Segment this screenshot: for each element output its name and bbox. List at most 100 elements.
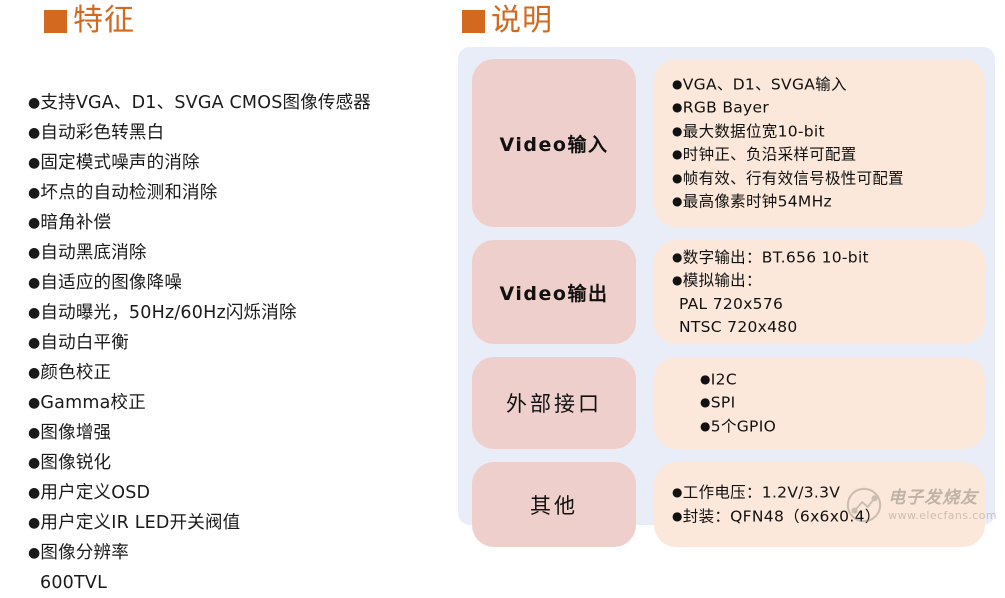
bullet-icon: ● xyxy=(28,425,41,441)
table-row: 其他 ●工作电压：1.2V/3.3V ●封装：QFN48（6x6x0.4） xyxy=(472,462,985,547)
list-item: ●颜色校正 xyxy=(28,358,448,388)
table-row: Video输入 ●VGA、D1、SVGA输入 ●RGB Bayer ●最大数据位… xyxy=(472,59,985,227)
list-item-label: 自动彩色转黑白 xyxy=(40,123,165,143)
spec-line: PAL 720x576 xyxy=(672,293,973,316)
bullet-icon: ● xyxy=(672,100,683,114)
spec-line-label: 最高像素时钟54MHz xyxy=(682,192,832,211)
spec-line-label: 5个GPIO xyxy=(710,417,777,436)
spec-line: ●工作电压：1.2V/3.3V xyxy=(672,481,973,505)
table-row-label: Video输入 xyxy=(472,59,636,227)
list-item: ●自动彩色转黑白 xyxy=(28,118,448,148)
bullet-icon: ● xyxy=(28,545,41,561)
list-item: ●自适应的图像降噪 xyxy=(28,268,448,298)
spec-table: Video输入 ●VGA、D1、SVGA输入 ●RGB Bayer ●最大数据位… xyxy=(458,47,995,547)
spec-line-label: 数字输出：BT.656 10-bit xyxy=(682,248,869,266)
spec-line-label: 帧有效、行有效信号极性可配置 xyxy=(682,169,904,187)
spec-line: ●VGA、D1、SVGA输入 xyxy=(672,73,973,97)
list-item-label: 自动曝光，50Hz/60Hz闪烁消除 xyxy=(40,303,297,323)
list-item-label: 自动白平衡 xyxy=(40,333,129,353)
spec-line-label: RGB Bayer xyxy=(682,98,770,117)
spec-line-label: NTSC 720x480 xyxy=(679,317,798,336)
list-item: ●图像增强 xyxy=(28,418,448,448)
bullet-icon: ● xyxy=(700,371,711,386)
bullet-icon: ● xyxy=(28,305,41,321)
spec-line-label: 最大数据位宽10-bit xyxy=(682,122,825,140)
spec-line-label: I2C xyxy=(710,370,737,389)
spec-line-label: 时钟正、负沿采样可配置 xyxy=(682,145,857,164)
spec-line: ●时钟正、负沿采样可配置 xyxy=(672,143,973,167)
spec-line: NTSC 720x480 xyxy=(672,316,973,339)
bullet-icon: ● xyxy=(28,275,41,291)
table-row: 外部接口 ●I2C ●SPI ●5个GPIO xyxy=(472,357,985,449)
table-row: Video输出 ●数字输出：BT.656 10-bit ●模拟输出： PAL 7… xyxy=(472,240,985,344)
bullet-icon: ● xyxy=(28,155,41,171)
list-item: ●坏点的自动检测和消除 xyxy=(28,178,448,208)
spec-line: ●最大数据位宽10-bit xyxy=(672,120,973,144)
spec-line-label: 工作电压：1.2V/3.3V xyxy=(682,483,841,502)
spec-line: ●帧有效、行有效信号极性可配置 xyxy=(672,167,973,191)
list-item: ●自动白平衡 xyxy=(28,328,448,358)
bullet-icon: ● xyxy=(700,418,711,433)
bullet-icon: ● xyxy=(672,76,683,91)
table-row-label: 其他 xyxy=(472,462,636,547)
bullet-icon: ● xyxy=(28,515,41,531)
spec-line: ●RGB Bayer xyxy=(672,96,973,120)
list-item-label: 自适应的图像降噪 xyxy=(40,273,183,293)
spec-line-label: PAL 720x576 xyxy=(679,294,784,313)
list-item-label: 用户定义OSD xyxy=(40,483,151,503)
spec-line: ●封装：QFN48（6x6x0.4） xyxy=(672,505,973,529)
list-item: ●用户定义IR LED开关阀值 xyxy=(28,508,448,538)
list-item: ●图像分辨率 xyxy=(28,538,448,568)
bullet-icon: ● xyxy=(672,273,683,287)
bullet-icon: ● xyxy=(672,123,683,138)
slide-page: 特征 说明 ●支持VGA、D1、SVGA CMOS图像传感器 ●自动彩色转黑白 … xyxy=(28,6,997,594)
page-title-features: 特征 xyxy=(44,6,135,36)
list-item-label: 颜色校正 xyxy=(40,363,112,383)
list-item: ●暗角补偿 xyxy=(28,208,448,238)
bullet-icon: ● xyxy=(28,215,41,231)
spec-line-label: SPI xyxy=(710,393,736,412)
bullet-icon: ● xyxy=(672,485,683,499)
bullet-icon: ● xyxy=(672,508,683,523)
square-bullet-icon xyxy=(44,9,67,33)
spec-line: ●5个GPIO xyxy=(700,415,973,439)
bullet-icon: ● xyxy=(700,395,711,410)
table-row-content: ●数字输出：BT.656 10-bit ●模拟输出： PAL 720x576 N… xyxy=(654,240,985,344)
feature-list: ●支持VGA、D1、SVGA CMOS图像传感器 ●自动彩色转黑白 ●固定模式噪… xyxy=(28,88,448,598)
table-row-content: ●VGA、D1、SVGA输入 ●RGB Bayer ●最大数据位宽10-bit … xyxy=(654,59,985,227)
bullet-icon: ● xyxy=(28,365,41,381)
list-item-label: 固定模式噪声的消除 xyxy=(40,153,200,173)
table-row-label: Video输出 xyxy=(472,240,636,344)
spec-line: ●I2C xyxy=(700,368,973,392)
bullet-icon: ● xyxy=(28,335,41,351)
bullet-icon: ● xyxy=(28,455,41,471)
spec-line: ●最高像素时钟54MHz xyxy=(672,190,973,214)
list-item-label: 用户定义IR LED开关阀值 xyxy=(40,513,241,533)
list-item-label: 坏点的自动检测和消除 xyxy=(40,183,218,203)
list-item-continuation: 600TVL xyxy=(40,573,108,593)
list-item: ●用户定义OSD xyxy=(28,478,448,508)
list-item: ●Gamma校正 xyxy=(28,388,448,418)
spec-line-label: 模拟输出： xyxy=(682,271,762,290)
list-item-label: 图像增强 xyxy=(40,423,112,443)
list-item-label: 图像分辨率 xyxy=(40,543,129,563)
list-item: ●固定模式噪声的消除 xyxy=(28,148,448,178)
list-item-label: 图像锐化 xyxy=(40,453,112,473)
list-item: ●自动曝光，50Hz/60Hz闪烁消除 xyxy=(28,298,448,328)
list-item: ●支持VGA、D1、SVGA CMOS图像传感器 xyxy=(28,88,448,118)
page-title-description: 说明 xyxy=(462,6,553,36)
bullet-icon: ● xyxy=(28,245,41,261)
bullet-icon: ● xyxy=(672,249,683,264)
bullet-icon: ● xyxy=(28,185,41,201)
bullet-icon: ● xyxy=(28,125,41,141)
heading-description-label: 说明 xyxy=(491,3,553,38)
bullet-icon: ● xyxy=(672,170,683,185)
list-item-label: 暗角补偿 xyxy=(40,213,112,233)
list-item-label: Gamma校正 xyxy=(40,393,146,413)
table-row-content: ●I2C ●SPI ●5个GPIO xyxy=(654,357,985,449)
table-row-content: ●工作电压：1.2V/3.3V ●封装：QFN48（6x6x0.4） xyxy=(654,462,985,547)
heading-features-label: 特征 xyxy=(73,3,135,38)
bullet-icon: ● xyxy=(28,485,41,501)
list-item: ●图像锐化 xyxy=(28,448,448,478)
list-item-label: 自动黑底消除 xyxy=(40,243,147,263)
